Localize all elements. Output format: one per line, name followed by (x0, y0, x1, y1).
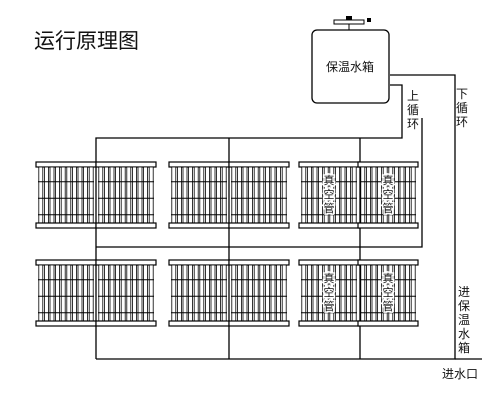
collector-footer (95, 222, 157, 229)
collector-module-bottom-3 (168, 259, 230, 327)
lower-loop-char-1: 下 (456, 87, 468, 101)
insulated-water-tank: 保温水箱 (311, 16, 390, 104)
collector-label-char: 真 (324, 271, 335, 285)
collector-header (95, 161, 157, 168)
collector-footer (35, 222, 97, 229)
collector-header (168, 161, 230, 168)
collector-header (357, 259, 419, 266)
collector-module-bottom-5: 真空管 (298, 259, 360, 327)
inlet-label: 进水口 (442, 367, 478, 381)
upper-loop-label: 上 循 环 (407, 89, 419, 131)
collector-footer (357, 222, 419, 229)
collector-label-char: 空 (383, 285, 394, 299)
collector-label-char: 空 (324, 187, 335, 201)
collector-module-top-5: 真空管 (298, 161, 360, 229)
lower-loop-label: 下 循 环 (456, 87, 468, 129)
diagram-title: 运行原理图 (34, 29, 139, 53)
collector-module-bottom-1 (35, 259, 97, 327)
collector-label-char: 管 (383, 299, 394, 313)
collector-footer (298, 222, 360, 229)
collector-header (168, 259, 230, 266)
tank-top-cap (333, 19, 365, 25)
collector-label-char: 真 (383, 173, 394, 187)
collector-label-char: 空 (324, 285, 335, 299)
collector-footer (298, 320, 360, 327)
collector-label-char: 真 (324, 173, 335, 187)
to-tank-label: 进 保 温 水 箱 (458, 285, 470, 355)
lower-loop-char-3: 环 (456, 115, 468, 129)
tank-vent-right (367, 18, 371, 22)
lower-loop-char-2: 循 (456, 101, 468, 115)
collector-label-char: 管 (383, 201, 394, 215)
to-tank-char-1: 进 (458, 285, 470, 299)
collector-footer (228, 320, 290, 327)
collector-module-top-3 (168, 161, 230, 229)
tank-label: 保温水箱 (326, 59, 374, 74)
upper-loop-char-1: 上 (407, 89, 419, 103)
collector-module-bottom-2 (95, 259, 157, 327)
collector-footer (95, 320, 157, 327)
collector-label-char: 管 (324, 201, 335, 215)
collector-label-char: 管 (324, 299, 335, 313)
collector-module-top-2 (95, 161, 157, 229)
collector-module-top-6: 真空管 (357, 161, 419, 229)
collector-module-bottom-6: 真空管 (357, 259, 419, 327)
collector-label-char: 真 (383, 271, 394, 285)
upper-loop-char-2: 循 (407, 103, 419, 117)
collector-module-top-4 (228, 161, 290, 229)
collector-footer (168, 222, 230, 229)
collector-header (35, 161, 97, 168)
collector-header (228, 259, 290, 266)
tank-vent-left (346, 16, 352, 20)
collector-footer (357, 320, 419, 327)
collector-header (298, 161, 360, 168)
collector-label-char: 空 (383, 187, 394, 201)
to-tank-char-3: 温 (458, 313, 470, 327)
upper-loop-char-3: 环 (407, 117, 419, 131)
tank-body (311, 29, 390, 104)
collector-header (357, 161, 419, 168)
to-tank-char-5: 箱 (458, 340, 470, 355)
collector-header (298, 259, 360, 266)
collector-header (95, 259, 157, 266)
collector-footer (168, 320, 230, 327)
collector-footer (228, 222, 290, 229)
collector-header (228, 161, 290, 168)
collector-module-bottom-4 (228, 259, 290, 327)
collector-module-top-1 (35, 161, 97, 229)
pipe-network (95, 74, 482, 360)
to-tank-char-4: 水 (458, 327, 470, 341)
collector-header (35, 259, 97, 266)
to-tank-char-2: 保 (458, 299, 470, 313)
collector-footer (35, 320, 97, 327)
